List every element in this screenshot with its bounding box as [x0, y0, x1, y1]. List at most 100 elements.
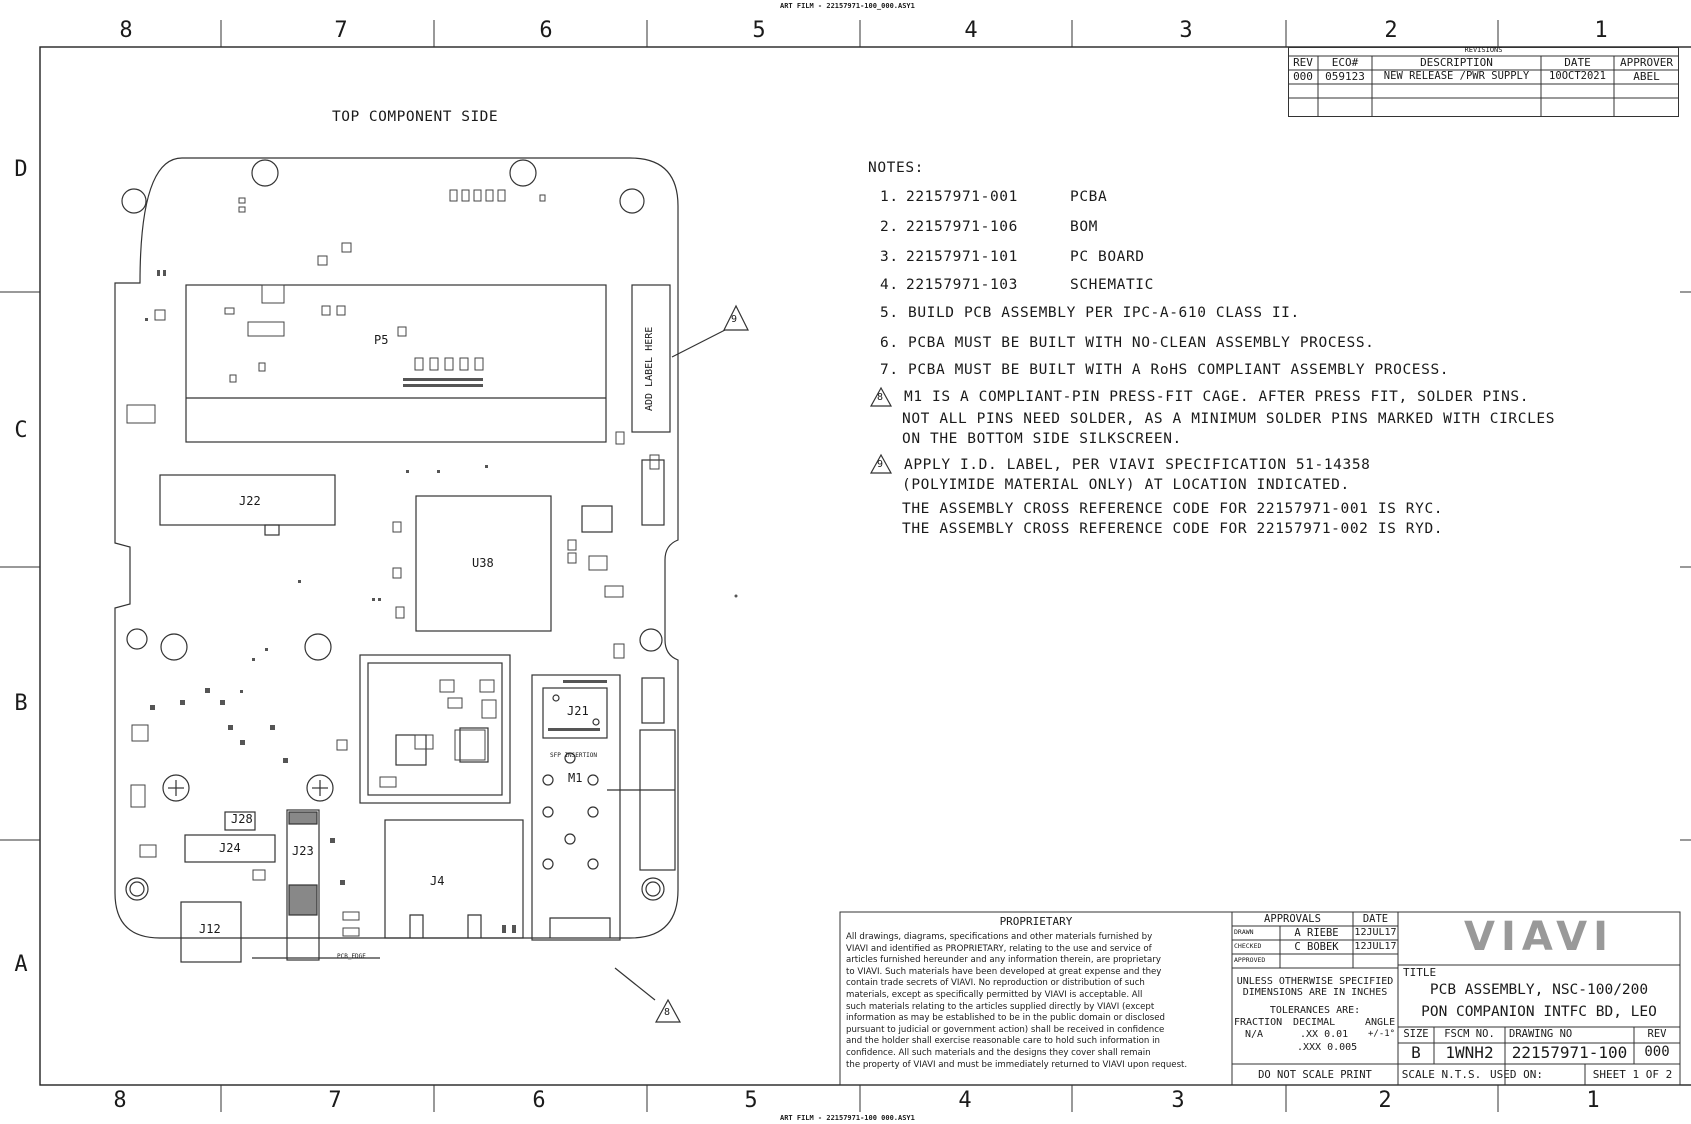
tolerance-line-3: TOLERANCES ARE: — [1269, 1005, 1361, 1016]
revisions-table: REVISIONS REV ECO# DESCRIPTION DATE APPR… — [1288, 46, 1679, 117]
zone-bottom-7: 7 — [328, 1088, 342, 1113]
note-1-code: 22157971-001 — [906, 189, 1018, 205]
zone-top-2: 2 — [1384, 18, 1398, 43]
zone-bottom-3: 3 — [1171, 1088, 1185, 1113]
proprietary-line: articles furnished hereunder and any inf… — [846, 955, 1161, 966]
checked-label: CHECKED — [1234, 942, 1262, 950]
note-9-line-1: APPLY I.D. LABEL, PER VIAVI SPECIFICATIO… — [904, 457, 1371, 473]
proprietary-line: and the holder shall exercise reasonable… — [846, 1036, 1160, 1047]
refdes-m1: M1 — [568, 771, 583, 785]
art-film-bottom: ART FILM - 22157971-100 000.ASY1 — [780, 1114, 915, 1122]
zone-top-1: 1 — [1594, 18, 1608, 43]
note-9-flag: 9 — [877, 459, 884, 470]
drawing-number: 22157971-100 — [1511, 1043, 1628, 1062]
pcb-side-label: TOP COMPONENT SIDE — [332, 109, 499, 125]
checked-date: 12JUL17 — [1354, 941, 1397, 952]
zone-top-5: 5 — [752, 18, 766, 43]
zone-top-7: 7 — [334, 18, 348, 43]
zone-bottom-4: 4 — [958, 1088, 972, 1113]
note-8-line-3: ON THE BOTTOM SIDE SILKSCREEN. — [902, 431, 1182, 447]
zone-left-d: D — [14, 157, 28, 182]
note-1-num: 1. — [880, 189, 899, 205]
angle-header: ANGLE — [1365, 1017, 1396, 1028]
proprietary-line: information as may be established to be … — [846, 1013, 1165, 1024]
size-label: SIZE — [1403, 1028, 1429, 1040]
note-9-line-3: THE ASSEMBLY CROSS REFERENCE CODE FOR 22… — [902, 501, 1444, 517]
used-on-label: USED ON: — [1490, 1068, 1543, 1081]
zone-left-c: C — [14, 418, 28, 443]
proprietary-line: All drawings, diagrams, specifications a… — [846, 932, 1153, 942]
art-film-top: ART FILM - 22157971-100_000.ASY1 — [780, 2, 915, 10]
note-4-desc: SCHEMATIC — [1070, 277, 1154, 293]
note-3-desc: PC BOARD — [1070, 249, 1145, 265]
viavi-logo: VIAVI — [1464, 914, 1614, 960]
zone-bottom-5: 5 — [744, 1088, 758, 1113]
refdes-j4: J4 — [430, 874, 445, 888]
refdes-u38: U38 — [472, 556, 494, 570]
note-7: 7. PCBA MUST BE BUILT WITH A RoHS COMPLI… — [880, 362, 1450, 378]
sheet-number: SHEET 1 OF 2 — [1592, 1068, 1673, 1081]
revision-rev: 000 — [1293, 70, 1313, 83]
decimal-value-1: .XX 0.01 — [1300, 1029, 1349, 1040]
refdes-j24: J24 — [219, 841, 241, 855]
note-8-line-2: NOT ALL PINS NEED SOLDER, AS A MINIMUM S… — [902, 411, 1556, 427]
title-label: TITLE — [1403, 966, 1437, 979]
zone-top-6: 6 — [539, 18, 553, 43]
drawing-title-line-2: PON COMPANION INTFC BD, LEO — [1421, 1004, 1657, 1020]
size-value: B — [1411, 1043, 1421, 1062]
note-2-code: 22157971-106 — [906, 219, 1018, 235]
refdes-j21: J21 — [567, 704, 589, 718]
note-9-line-2: (POLYIMIDE MATERIAL ONLY) AT LOCATION IN… — [902, 477, 1350, 493]
approvals-title: APPROVALS — [1264, 913, 1321, 925]
refdes-j23: J23 — [292, 844, 314, 858]
do-not-scale-print: DO NOT SCALE PRINT — [1258, 1069, 1372, 1081]
decimal-value-2: .XXX 0.005 — [1297, 1042, 1358, 1053]
note-9-line-4: THE ASSEMBLY CROSS REFERENCE CODE FOR 22… — [902, 521, 1444, 537]
revision-date: 10OCT2021 — [1549, 70, 1606, 82]
zone-left-b: B — [14, 691, 28, 716]
fscm-value: 1WNH2 — [1445, 1043, 1494, 1062]
drawn-label: DRAWN — [1234, 928, 1254, 936]
proprietary-line: VIAVI and identified as PROPRIETARY, rel… — [846, 943, 1152, 954]
proprietary-line: the property of VIAVI and must be immedi… — [846, 1059, 1188, 1070]
fraction-header: FRACTION — [1234, 1017, 1283, 1028]
tolerance-line-2: DIMENSIONS ARE IN INCHES — [1242, 987, 1388, 998]
note-2-desc: BOM — [1070, 219, 1098, 235]
refdes-j22: J22 — [239, 494, 261, 508]
refdes-j12: J12 — [199, 922, 221, 936]
description-col-header: DESCRIPTION — [1420, 56, 1493, 69]
note-6: 6. PCBA MUST BE BUILT WITH NO-CLEAN ASSE… — [880, 335, 1375, 351]
revision-description: NEW RELEASE /PWR SUPPLY — [1383, 70, 1530, 82]
checked-name: C BOBEK — [1294, 941, 1339, 953]
proprietary-line: pursuant to judicial or government actio… — [846, 1024, 1165, 1035]
drawn-date: 12JUL17 — [1354, 927, 1397, 938]
revisions-title: REVISIONS — [1464, 46, 1503, 54]
notes-title: NOTES: — [868, 160, 924, 176]
note-8-line-1: M1 IS A COMPLIANT-PIN PRESS-FIT CAGE. AF… — [904, 389, 1530, 405]
note-4-code: 22157971-103 — [906, 277, 1018, 293]
note-3-code: 22157971-101 — [906, 249, 1018, 265]
rev-label: REV — [1647, 1028, 1667, 1040]
fraction-value: N/A — [1245, 1029, 1264, 1040]
approvals-date-header: DATE — [1362, 913, 1389, 925]
sfp-insertion-label: SFP INSERTION — [550, 752, 597, 759]
proprietary-line: to VIAVI. Such materials have been devel… — [846, 966, 1162, 977]
tolerance-line-1: UNLESS OTHERWISE SPECIFIED — [1236, 976, 1394, 987]
decimal-header: DECIMAL — [1293, 1017, 1336, 1028]
zone-top-3: 3 — [1179, 18, 1193, 43]
drawing-title-line-1: PCB ASSEMBLY, NSC-100/200 — [1429, 982, 1649, 998]
zone-bottom-8: 8 — [113, 1088, 127, 1113]
refdes-j28: J28 — [231, 812, 253, 826]
refdes-p5: P5 — [374, 333, 389, 347]
zone-left-a: A — [14, 952, 28, 977]
revisions-grid — [1288, 47, 1679, 117]
note-2-num: 2. — [880, 219, 899, 235]
approver-col-header: APPROVER — [1620, 56, 1673, 69]
rev-col-header: REV — [1293, 56, 1313, 69]
proprietary-text: All drawings, diagrams, specifications a… — [846, 932, 1187, 1071]
zone-bottom-1: 1 — [1586, 1088, 1600, 1113]
note-3-num: 3. — [880, 249, 899, 265]
